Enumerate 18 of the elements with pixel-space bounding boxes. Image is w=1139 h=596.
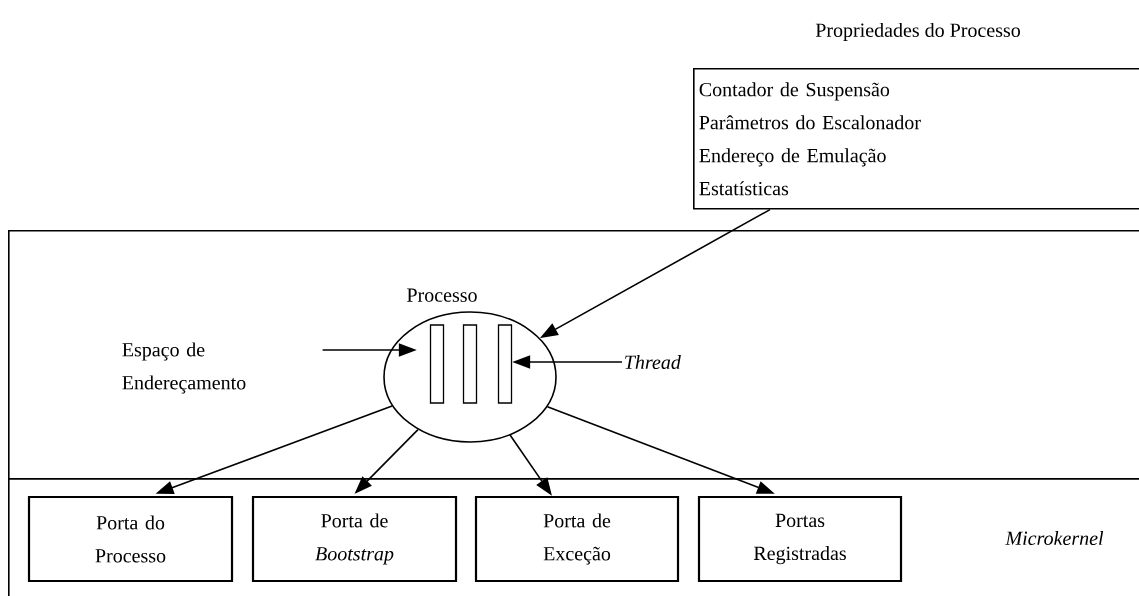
text-label: Thread [625,354,681,370]
node-label: Estatísticas [699,181,789,196]
node-label: Endereço de Emulação [699,148,886,167]
band-label: Microkernel [1005,530,1104,546]
thread-bar [429,324,445,404]
thread-bar [462,324,478,404]
properties-box: Contador de Suspensão Parâmetros do Escalonador Endereço de Emulação Estatísticas [693,68,1139,210]
ellipse-heading: Processo [407,288,477,302]
band [8,230,1139,480]
port-box: Porta do Processo [27,495,234,583]
thread-bar [497,324,513,404]
node-label: Parâmetros do Escalonador [699,115,921,130]
port-box: Portas Registradas [697,495,903,583]
box-heading: Propriedades do Processo [815,22,1020,42]
text-label: Espaço de Endereçamento [122,342,246,394]
port-box: Porta de Exceção [474,495,680,583]
port-box: Porta de Bootstrap [251,495,458,583]
node-label: Contador de Suspensão [699,82,890,101]
